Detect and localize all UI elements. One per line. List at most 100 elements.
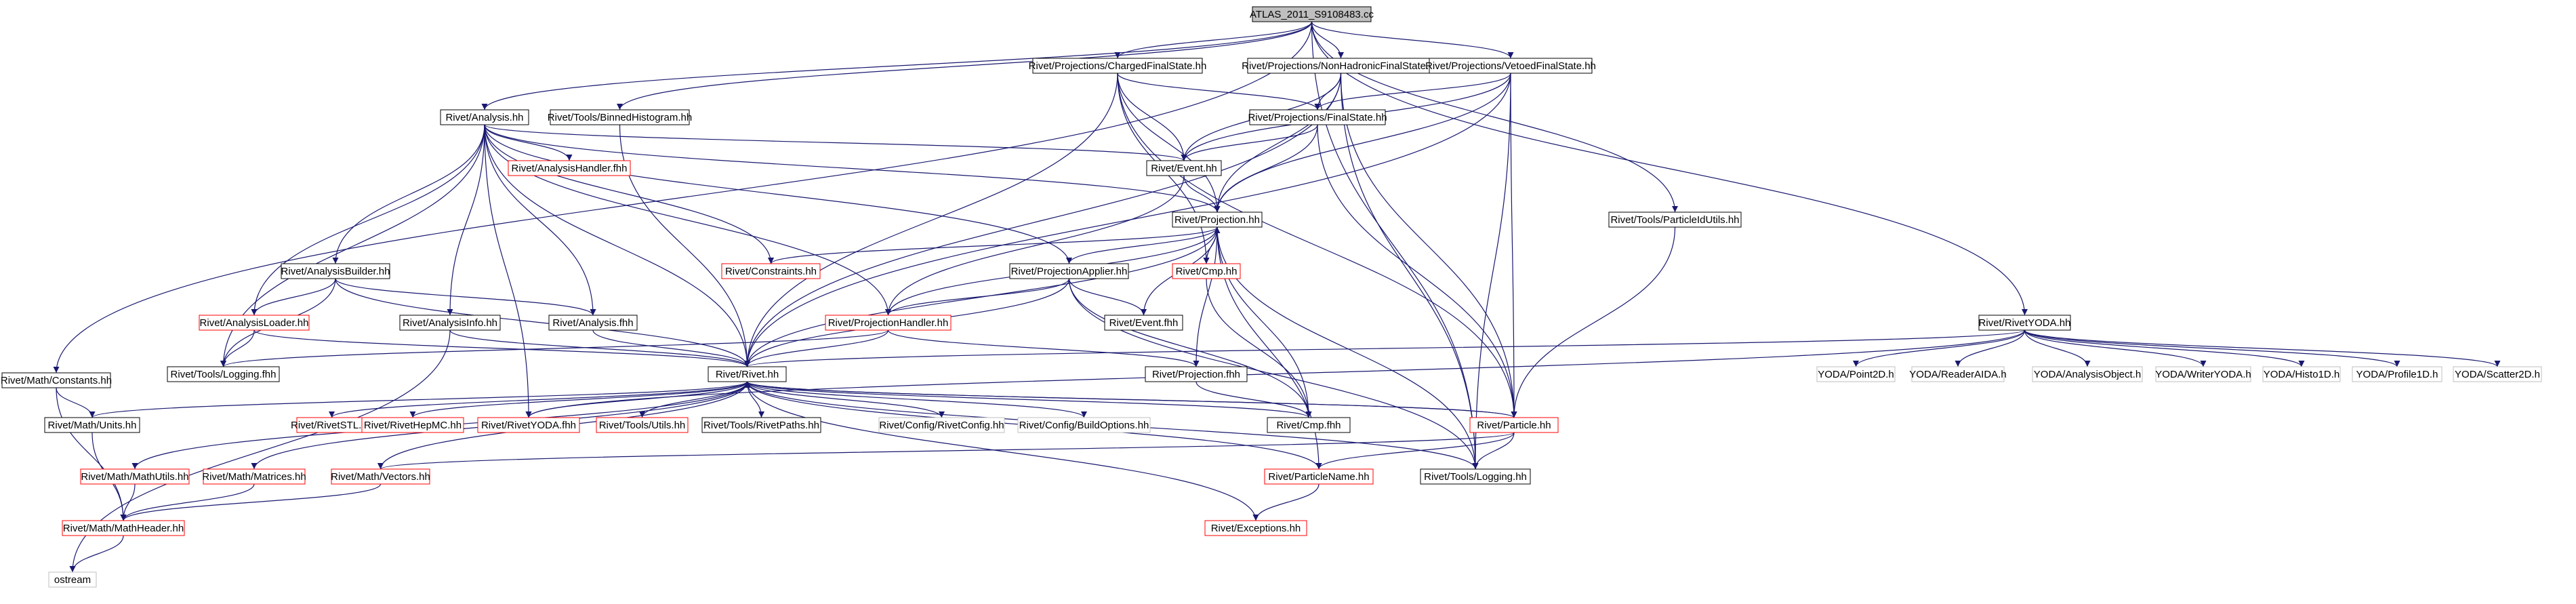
node-mathunits[interactable]: Rivet/Math/Units.hh — [44, 417, 140, 433]
edge-rivetyoda-to-profile1d — [2024, 329, 2400, 367]
edge-rivet-to-rivetconfig — [746, 381, 945, 418]
node-projectionapplier[interactable]: Rivet/ProjectionApplier.hh — [1009, 263, 1129, 279]
node-box — [701, 417, 821, 433]
edge-projectionhandler-to-logging — [220, 329, 889, 367]
edge-nonhadfs-to-rivet — [744, 73, 1342, 367]
node-rivethepmc[interactable]: Rivet/RivetHepMC.hh — [361, 417, 464, 433]
node-rivet[interactable]: Rivet/Rivet.hh — [708, 366, 787, 382]
dependency-nodes: ATLAS_2011_S9108483.ccRivet/Math/Constan… — [1, 6, 2542, 588]
node-box — [1204, 520, 1307, 536]
node-analysisloader[interactable]: Rivet/AnalysisLoader.hh — [199, 315, 310, 331]
node-logging[interactable]: Rivet/Tools/Logging.fhh — [167, 366, 280, 382]
node-label: Rivet/RivetYODA.fhh — [481, 420, 576, 431]
node-mathutils[interactable]: Rivet/Math/MathUtils.hh — [80, 468, 190, 485]
node-label: Rivet/Math/Units.hh — [48, 420, 137, 431]
node-box — [1816, 366, 1896, 382]
node-constraints[interactable]: Rivet/Constraints.hh — [721, 263, 821, 279]
node-loggingh[interactable]: Rivet/Tools/Logging.hh — [1420, 468, 1531, 485]
edge-analysisfhh-to-rivet — [592, 329, 750, 367]
node-toolsutils[interactable]: Rivet/Tools/Utils.hh — [596, 417, 689, 433]
node-rivetpaths[interactable]: Rivet/Tools/RivetPaths.hh — [701, 417, 821, 433]
node-event[interactable]: Rivet/Event.hh — [1146, 160, 1222, 176]
edge-chargedfs-to-projection — [1117, 73, 1221, 213]
edge-projectionapplier-to-eventfhh — [1068, 278, 1147, 316]
node-box — [361, 417, 464, 433]
node-vetoedfs[interactable]: Rivet/Projections/VetoedFinalState.hh — [1425, 58, 1596, 74]
node-mathheader[interactable]: Rivet/Math/MathHeader.hh — [62, 520, 185, 536]
edge-analysis-to-analysisinfo — [447, 124, 485, 316]
node-particle[interactable]: Rivet/Particle.hh — [1469, 417, 1559, 433]
edge-projectionapplier-to-cmpfhh — [1068, 278, 1312, 418]
node-box — [199, 315, 310, 331]
node-projection[interactable]: Rivet/Projection.hh — [1172, 212, 1263, 228]
node-box — [331, 468, 430, 485]
edge-finalstate-to-event — [1181, 124, 1318, 161]
edge-projectionapplier-to-projectionhandler — [885, 278, 1070, 316]
node-scatter2d: YODA/Scatter2D.h — [2453, 366, 2542, 382]
node-label: Rivet/Rivet.hh — [716, 369, 779, 380]
edge-finalstate-to-particle — [1317, 124, 1517, 418]
node-box — [825, 315, 952, 331]
node-label: Rivet/Math/Constants.hh — [1, 375, 112, 386]
edge-projectionfhh-to-cmpfhh — [1195, 381, 1312, 418]
node-rivetconfig: Rivet/Config/RivetConfig.hh — [878, 417, 1005, 433]
node-chargedfs[interactable]: Rivet/Projections/ChargedFinalState.hh — [1029, 58, 1207, 74]
node-analysis[interactable]: Rivet/Analysis.hh — [440, 109, 529, 125]
node-rivetstl[interactable]: Rivet/RivetSTL.hh — [291, 417, 373, 433]
node-box — [1032, 58, 1203, 74]
node-box — [1978, 315, 2071, 331]
node-writeryoda: YODA/WriterYODA.h — [2155, 366, 2251, 382]
node-cmpfhh[interactable]: Rivet/Cmp.fhh — [1267, 417, 1351, 433]
edge-rivetyoda-to-histo1d — [2024, 329, 2305, 367]
node-projectionhandler[interactable]: Rivet/ProjectionHandler.hh — [825, 315, 952, 331]
node-analysisfhh[interactable]: Rivet/Analysis.fhh — [548, 315, 638, 331]
node-root: ATLAS_2011_S9108483.cc — [1250, 6, 1374, 22]
dependency-edges — [53, 21, 2501, 573]
node-cmp[interactable]: Rivet/Cmp.hh — [1172, 263, 1241, 279]
node-projectionfhh[interactable]: Rivet/Projection.fhh — [1145, 366, 1248, 382]
node-exceptions[interactable]: Rivet/Exceptions.hh — [1204, 520, 1307, 536]
node-analysisobject: YODA/AnalysisObject.h — [2032, 366, 2143, 382]
edge-cmp-to-cmpfhh — [1206, 278, 1312, 418]
node-profile1d: YODA/Profile1D.h — [2352, 366, 2442, 382]
node-analysishandlerfhh[interactable]: Rivet/AnalysisHandler.fhh — [508, 160, 631, 176]
node-finalstate[interactable]: Rivet/Projections/FinalState.hh — [1248, 109, 1387, 125]
node-binnedhisto[interactable]: Rivet/Tools/BinnedHistogram.hh — [548, 109, 692, 125]
node-rivetyoda[interactable]: Rivet/RivetYODA.hh — [1978, 315, 2071, 331]
edge-root-to-loggingh — [1311, 21, 1479, 470]
node-nonhadfs[interactable]: Rivet/Projections/NonHadronicFinalState.… — [1242, 58, 1440, 74]
node-label: Rivet/Projection.hh — [1174, 214, 1260, 226]
node-label: Rivet/RivetSTL.hh — [291, 420, 373, 431]
node-particlename[interactable]: Rivet/ParticleName.hh — [1264, 468, 1374, 485]
edge-event-to-projection — [1183, 175, 1221, 213]
node-readeraida: YODA/ReaderAIDA.h — [1909, 366, 2007, 382]
node-label: Rivet/Particle.hh — [1477, 420, 1551, 431]
node-matrices[interactable]: Rivet/Math/Matrices.hh — [202, 468, 306, 485]
node-box — [1469, 417, 1559, 433]
node-mathconstants[interactable]: Rivet/Math/Constants.hh — [1, 372, 112, 388]
node-eventfhh[interactable]: Rivet/Event.fhh — [1104, 315, 1183, 331]
node-label: Rivet/Tools/Logging.hh — [1424, 471, 1527, 483]
node-analysisbuilder[interactable]: Rivet/AnalysisBuilder.hh — [281, 263, 390, 279]
node-vectors[interactable]: Rivet/Math/Vectors.hh — [331, 468, 430, 485]
node-box — [2453, 366, 2542, 382]
node-rivetyodafhh[interactable]: Rivet/RivetYODA.fhh — [477, 417, 580, 433]
edge-analysis-to-constraints — [484, 124, 774, 264]
node-box — [2032, 366, 2143, 382]
edge-analysis-to-projectionapplier — [484, 124, 1072, 264]
edge-particle-to-rivet — [744, 381, 1515, 418]
node-box — [550, 109, 690, 125]
edge-rivet-to-rivetyodafhh — [525, 381, 748, 418]
node-box — [1267, 417, 1351, 433]
edge-rivetyoda-to-point2d — [1853, 329, 2026, 367]
node-analysisinfo[interactable]: Rivet/AnalysisInfo.hh — [399, 315, 501, 331]
node-box — [1, 372, 111, 388]
node-box — [1017, 417, 1151, 433]
edge-analysis-to-analysishandlerfhh — [484, 124, 573, 161]
edge-chargedfs-to-rivet — [744, 73, 1118, 367]
edge-mathheader-to-ostream — [69, 535, 124, 573]
node-label: Rivet/Math/MathUtils.hh — [81, 471, 188, 483]
node-particleidutils[interactable]: Rivet/Tools/ParticleIdUtils.hh — [1608, 212, 1742, 228]
node-point2d: YODA/Point2D.h — [1816, 366, 1896, 382]
